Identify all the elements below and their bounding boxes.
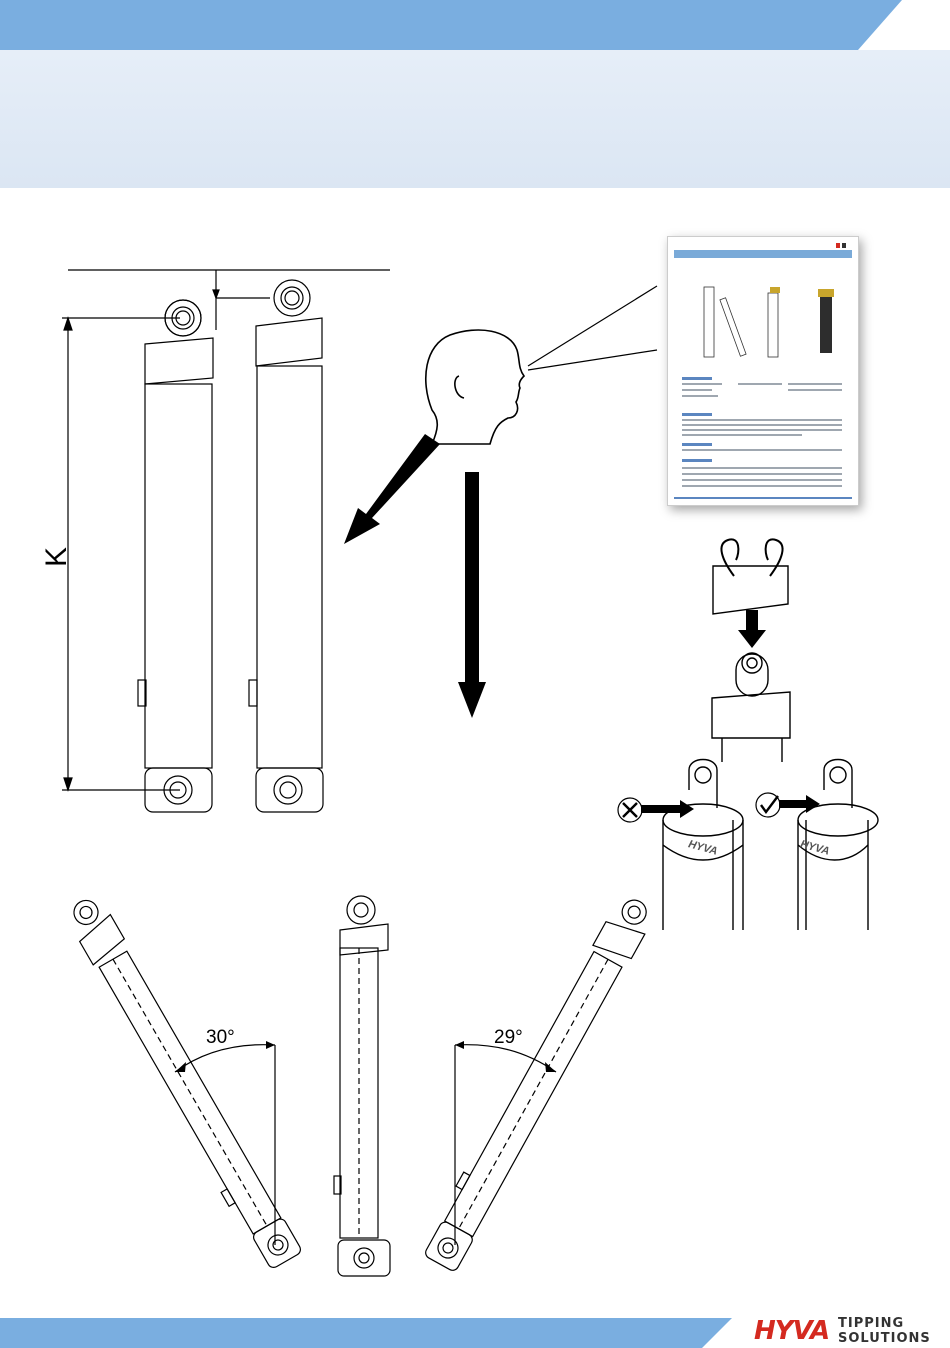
logo-line-2: SOLUTIONS xyxy=(838,1331,931,1346)
datasheet-illustration xyxy=(668,237,858,505)
angle-label-left: 30° xyxy=(206,1027,235,1049)
logo-line-1: TIPPING xyxy=(838,1316,904,1331)
angle-label-right: 29° xyxy=(494,1027,523,1049)
head-illustration xyxy=(426,330,524,444)
dimension-label-k: K xyxy=(40,542,74,572)
check-icon xyxy=(756,793,820,817)
logo-mark: HYVA xyxy=(754,1316,829,1346)
datasheet-thumbnail xyxy=(667,236,859,506)
hyva-logo: HYVA TIPPING SOLUTIONS xyxy=(750,1314,950,1348)
cross-icon xyxy=(618,798,694,822)
